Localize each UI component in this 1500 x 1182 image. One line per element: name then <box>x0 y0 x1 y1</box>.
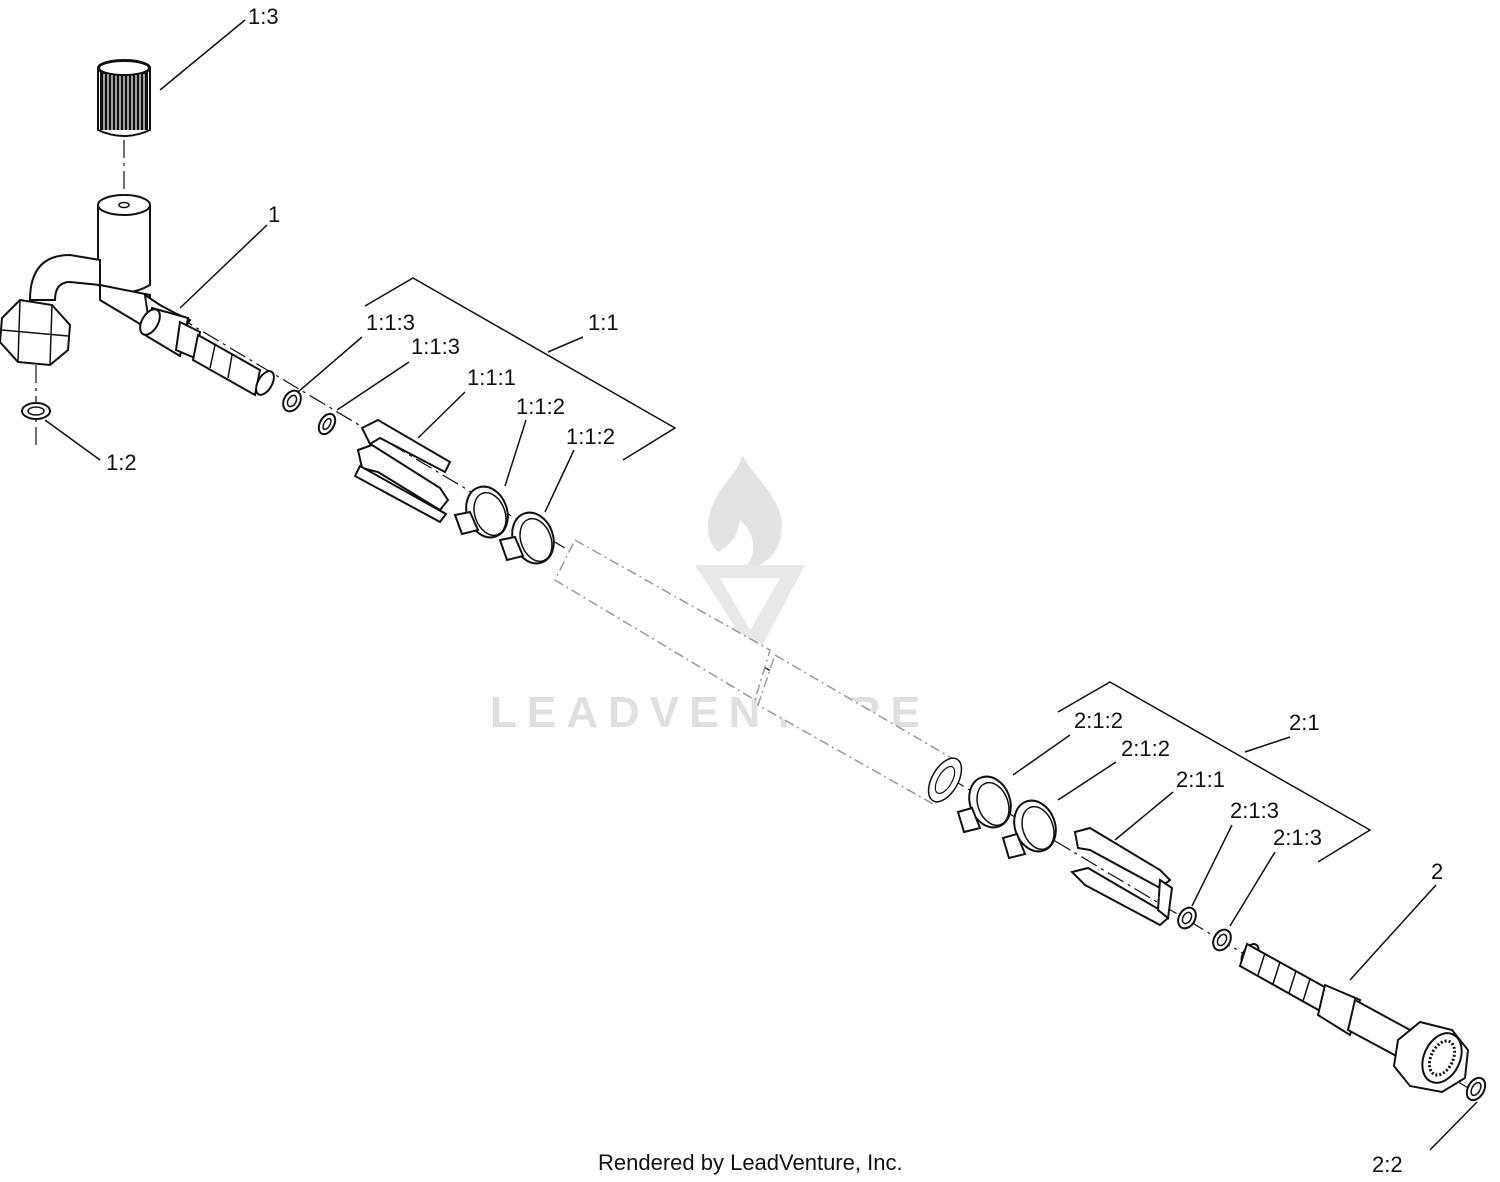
callout-1-1: 1:1 <box>588 310 619 335</box>
retainer-clip-icon-2-1-1 <box>1070 826 1174 927</box>
watermark: LEADVENTURE <box>490 455 920 737</box>
callout-1-2: 1:2 <box>106 450 137 475</box>
hose-clamp-icon-2-1-2-b <box>1001 799 1057 860</box>
callout-1-1-2-a: 1:1:2 <box>516 394 565 419</box>
o-ring-icon-1-1-3-a <box>282 389 302 413</box>
o-ring-icon-2-1-3-b <box>1212 928 1232 952</box>
service-port-icon <box>28 194 275 397</box>
bracket-2-1 <box>1057 681 1372 863</box>
o-ring-icon-1-2 <box>21 402 51 420</box>
fitting-stem-icon-2 <box>1238 942 1412 1060</box>
callout-1-3: 1:3 <box>248 4 279 29</box>
hose-clamp-icon-2-1-2-a <box>956 775 1012 834</box>
bracket-1-1 <box>364 277 677 461</box>
hose-icon <box>554 538 963 807</box>
v-logo-icon <box>695 565 805 650</box>
callout-2-1-3-a: 2:1:3 <box>1230 798 1279 823</box>
flame-logo-icon <box>707 455 782 569</box>
hose-clamp-icon-1-1-2-a <box>453 485 509 539</box>
knurled-cap-icon <box>97 59 151 137</box>
o-ring-icon-2-1-3-a <box>1177 906 1197 930</box>
o-ring-icon-2-2 <box>1465 1076 1487 1102</box>
callout-2: 2 <box>1431 859 1443 884</box>
o-ring-icon-1-1-3-b <box>317 412 337 436</box>
callout-2-1-2-b: 2:1:2 <box>1121 736 1170 761</box>
callout-2-1: 2:1 <box>1289 710 1320 735</box>
callout-1-1-2-b: 1:1:2 <box>566 424 615 449</box>
hex-nut-fitting-icon-left <box>0 298 72 367</box>
callout-1-1-1: 1:1:1 <box>467 365 516 390</box>
callout-1-1-3-a: 1:1:3 <box>366 310 415 335</box>
hex-nut-fitting-icon-right <box>1392 1020 1470 1094</box>
hose-clamp-icon-1-1-2-b <box>498 511 555 565</box>
callout-2-2: 2:2 <box>1372 1152 1403 1177</box>
callout-2-1-3-b: 2:1:3 <box>1273 825 1322 850</box>
callout-2-1-2-a: 2:1:2 <box>1074 708 1123 733</box>
leader-lines <box>44 19 1478 1151</box>
callout-1-1-3-b: 1:1:3 <box>411 334 460 359</box>
render-credit: Rendered by LeadVenture, Inc. <box>598 1150 903 1175</box>
callout-1: 1 <box>268 202 280 227</box>
retainer-clip-icon-1-1-1 <box>353 418 452 524</box>
callout-2-1-1: 2:1:1 <box>1176 767 1225 792</box>
